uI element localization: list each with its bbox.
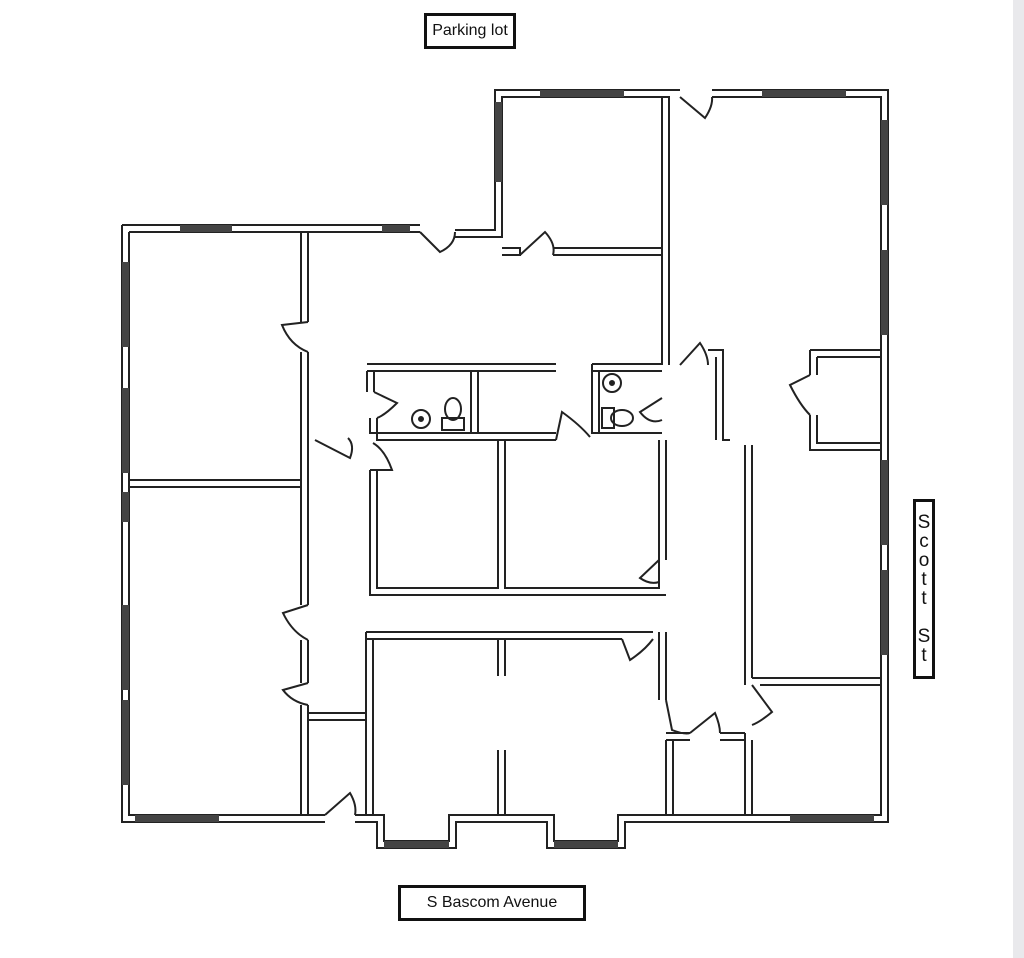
window [135,815,219,822]
window [762,90,846,97]
wall-lower-rooms [365,631,667,815]
door-swing [638,559,660,584]
door-swing [314,437,354,460]
window [881,120,888,205]
window [554,841,618,848]
window [881,250,888,335]
door-swing [788,374,811,416]
door-swing [555,410,591,441]
window [881,570,888,655]
window [122,262,129,347]
door-swing [665,699,691,735]
door-swing [679,341,709,366]
door-swing [281,604,309,641]
street-letter: t [921,645,927,666]
wall-alcove [809,349,881,451]
sink-icon [411,409,431,429]
wall-restroom-right [591,363,662,434]
street-letter: c [919,531,929,552]
door-swing [638,397,663,423]
street-letter [921,608,926,627]
scan-edge [1013,0,1024,958]
window [122,700,129,785]
window [180,225,232,232]
street-letter: S [917,512,931,533]
door-swing [621,638,654,662]
wall-right-lower [665,677,881,815]
s-bascom-avenue-label: S Bascom Avenue [398,885,586,921]
wall-right-corridor [708,349,753,685]
window [122,492,129,522]
door-swing [679,96,714,120]
door-swing [324,791,357,816]
door-swing [519,230,555,256]
wall-center-offices [369,440,667,596]
window [382,225,410,232]
wall-vertical-center [661,97,670,365]
wall-left-offices [300,232,309,815]
door-swing [370,442,394,471]
sink-icon [602,373,622,393]
door-swing [373,391,399,419]
wall-left-divider [129,479,301,488]
window [495,102,502,182]
window [122,388,129,473]
street-letter: t [921,569,927,590]
door-swing [281,682,309,706]
toilet-icon [441,397,465,431]
window [540,90,624,97]
window [881,460,888,545]
door-swing [689,711,721,734]
street-letter: S [917,626,931,647]
door-swing [419,231,456,254]
parking-lot-label: Parking lot [424,13,516,49]
window [384,841,449,848]
window [122,605,129,690]
door-swing [751,684,774,726]
street-letter: o [918,550,930,571]
wall-restroom-left [366,363,556,441]
wall-left-lower [308,712,366,721]
window [790,815,874,822]
toilet-icon [601,407,634,429]
street-letter: t [921,588,927,609]
door-swing [280,321,309,353]
windows [122,90,888,848]
